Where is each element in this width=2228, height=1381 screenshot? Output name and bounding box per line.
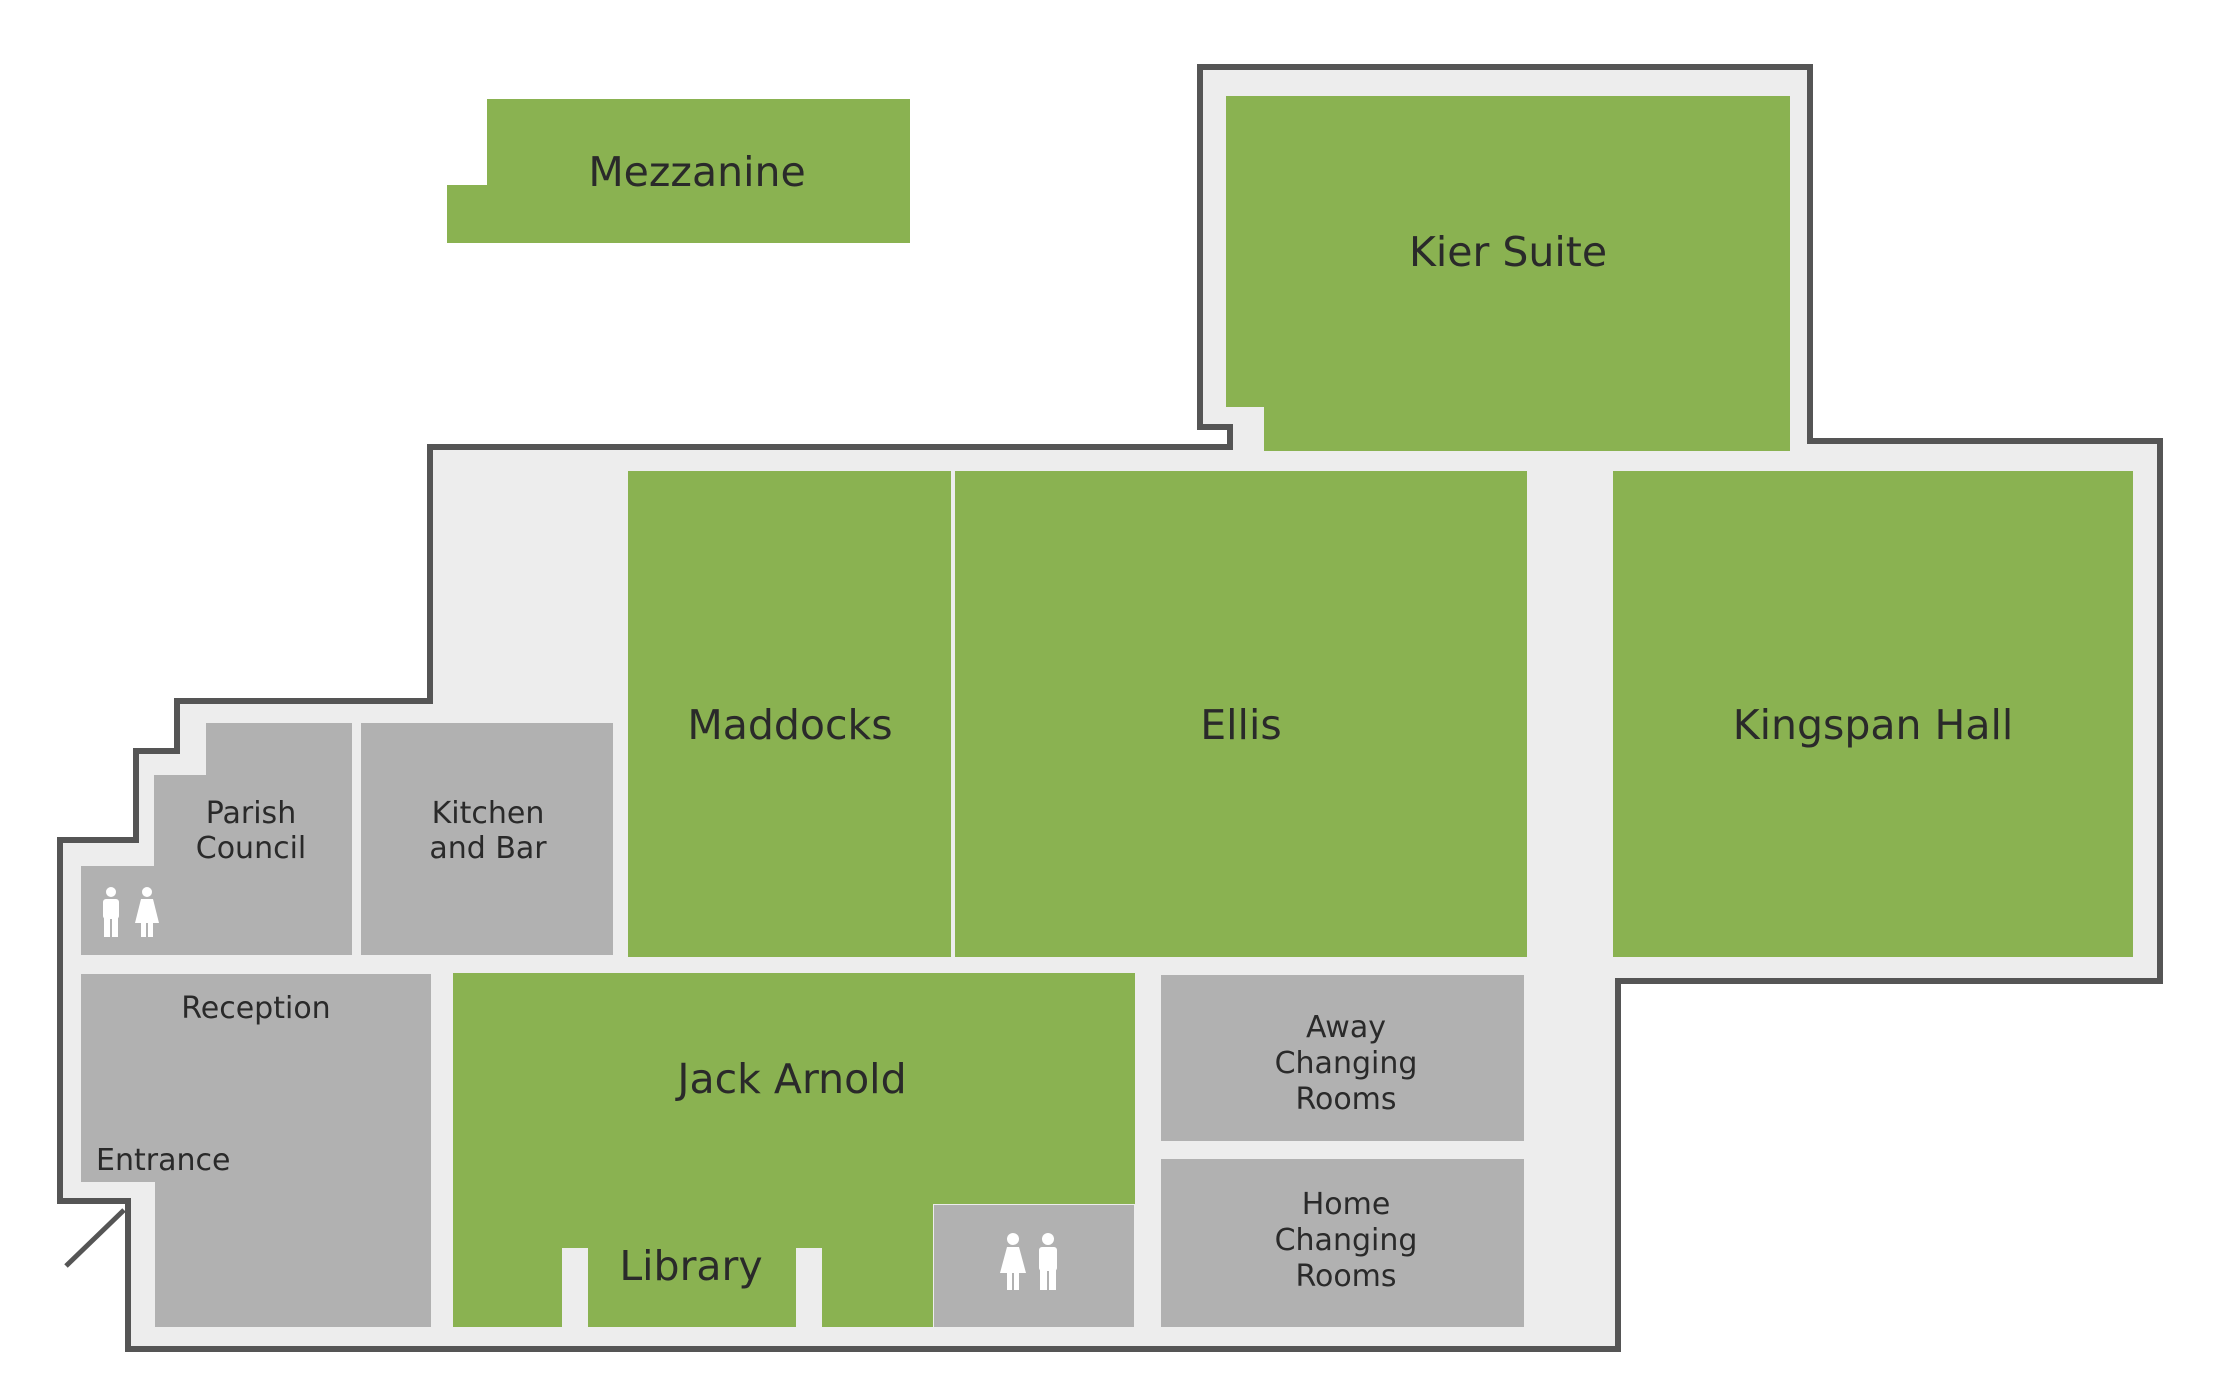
room-label-kingspan-hall: Kingspan Hall <box>1733 701 2014 749</box>
toilets-icon <box>1000 1233 1057 1290</box>
room-label-mezzanine: Mezzanine <box>588 148 805 196</box>
facility-toilets-library[interactable] <box>934 1205 1134 1327</box>
room-kingspan-hall[interactable]: Kingspan Hall <box>1613 471 2133 957</box>
room-maddocks[interactable]: Maddocks <box>628 471 951 957</box>
facility-label-parish: Parish <box>206 796 296 831</box>
room-ellis[interactable]: Ellis <box>955 471 1527 957</box>
facility-label-and-bar: and Bar <box>429 831 547 866</box>
facility-away-changing-rooms[interactable]: Away Changing Rooms <box>1161 975 1524 1141</box>
entrance-door-line <box>64 1208 126 1268</box>
facility-home-changing-rooms[interactable]: Home Changing Rooms <box>1161 1159 1524 1327</box>
facility-label-entrance: Entrance <box>96 1143 230 1178</box>
room-label-jack-arnold: Jack Arnold <box>674 1055 906 1103</box>
facility-label-home-rooms: Rooms <box>1295 1259 1396 1294</box>
room-kier-suite[interactable]: Kier Suite <box>1226 96 1790 451</box>
room-label-ellis: Ellis <box>1200 701 1281 749</box>
room-label-maddocks: Maddocks <box>687 701 892 749</box>
facility-kitchen-bar[interactable]: Kitchen and Bar <box>361 723 613 955</box>
room-label-library: Library <box>619 1242 762 1290</box>
facility-label-council: Council <box>196 831 307 866</box>
room-mezzanine[interactable]: Mezzanine <box>447 99 910 243</box>
facility-label-away: Away <box>1306 1010 1386 1045</box>
facility-reception[interactable]: Reception Entrance <box>81 974 431 1327</box>
facility-parish-council[interactable]: Parish Council <box>81 723 352 955</box>
room-jack-arnold[interactable]: Jack Arnold <box>453 973 1135 1327</box>
room-library[interactable]: Library <box>588 1242 796 1327</box>
facility-label-reception: Reception <box>181 991 330 1026</box>
room-label-kier-suite: Kier Suite <box>1409 228 1607 276</box>
facility-label-home-changing: Changing <box>1275 1223 1418 1258</box>
facility-label-kitchen: Kitchen <box>432 796 545 831</box>
facility-label-home: Home <box>1302 1187 1391 1222</box>
facility-label-away-rooms: Rooms <box>1295 1082 1396 1117</box>
facility-label-away-changing: Changing <box>1275 1046 1418 1081</box>
toilets-icon <box>103 887 159 937</box>
